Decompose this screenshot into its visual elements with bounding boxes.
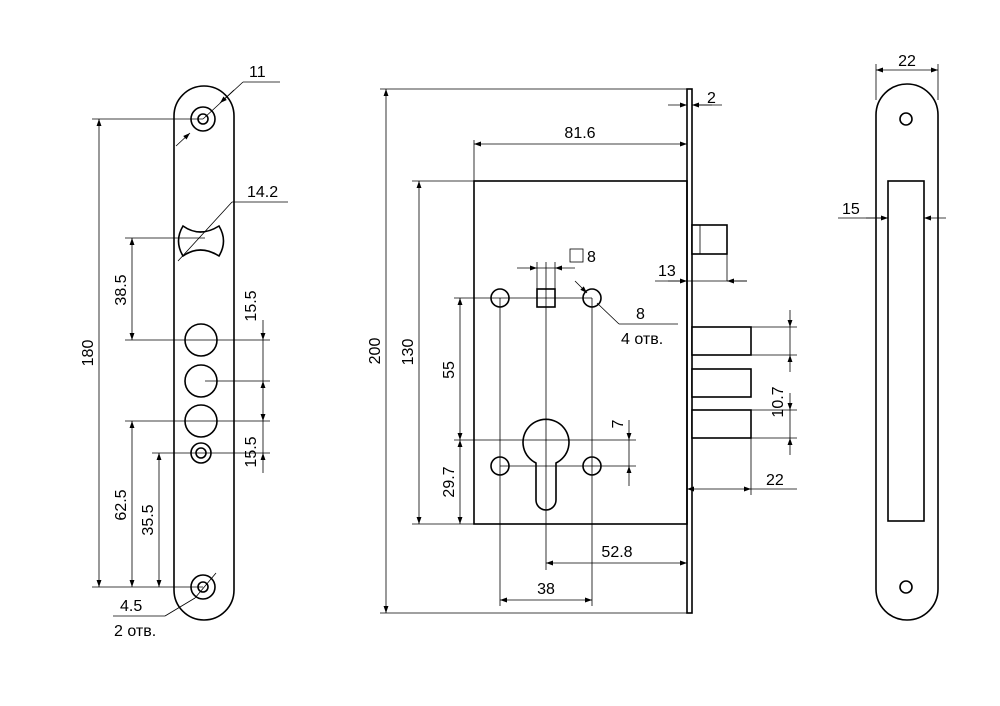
- svg-text:52.8: 52.8: [601, 544, 632, 561]
- svg-text:29.7: 29.7: [441, 466, 458, 497]
- svg-text:180: 180: [80, 340, 97, 367]
- front-plate-outline: [173, 85, 235, 621]
- svg-text:62.5: 62.5: [113, 489, 130, 520]
- svg-text:200: 200: [367, 338, 384, 365]
- deadbolt-2: [691, 368, 752, 398]
- svg-text:8: 8: [587, 249, 596, 266]
- front-plate-extension-lines: [92, 118, 270, 588]
- dim-81-6: 81.6: [474, 125, 687, 147]
- dim-hole-8: 8 4 отв.: [574, 280, 678, 348]
- svg-text:14.2: 14.2: [247, 184, 278, 201]
- svg-text:81.6: 81.6: [564, 125, 595, 142]
- dim-22-width: 22: [875, 53, 939, 100]
- dim-11: 11: [175, 64, 280, 147]
- dim-35-5: 35.5: [140, 453, 162, 587]
- dim-square-8: 8: [517, 248, 596, 271]
- dim-38: 38: [500, 581, 592, 603]
- svg-text:10.7: 10.7: [770, 386, 787, 417]
- cylinder-cutout: [522, 418, 570, 511]
- svg-text:2: 2: [707, 90, 716, 107]
- svg-text:7: 7: [610, 419, 627, 428]
- svg-text:2 отв.: 2 отв.: [114, 623, 156, 640]
- svg-text:22: 22: [766, 472, 784, 489]
- strike-plate-view: 22 15: [838, 53, 946, 621]
- deadbolt-1: [691, 326, 752, 356]
- dim-15-5-bottom: 15.5: [243, 401, 266, 473]
- svg-text:15.5: 15.5: [243, 436, 260, 467]
- lock-body-view: 200 2 81.6 130 8: [367, 88, 797, 614]
- svg-text:38: 38: [537, 581, 555, 598]
- dim-4-5: 4.5 2 отв.: [113, 572, 217, 640]
- svg-text:130: 130: [400, 339, 417, 366]
- deadbolt-3: [691, 409, 752, 439]
- svg-text:15.5: 15.5: [243, 290, 260, 321]
- strike-top-hole: [899, 112, 913, 126]
- dim-38-5: 38.5: [113, 238, 135, 340]
- dim-13: 13: [655, 254, 747, 284]
- dim-130: 130: [400, 181, 422, 524]
- svg-text:55: 55: [441, 361, 458, 379]
- dim-2: 2: [668, 90, 722, 108]
- svg-text:4 отв.: 4 отв.: [621, 331, 663, 348]
- dim-62-5: 62.5: [113, 421, 135, 587]
- dim-52-8: 52.8: [546, 544, 687, 566]
- svg-text:35.5: 35.5: [140, 504, 157, 535]
- latch: [691, 224, 728, 255]
- dim-22-bolt: 22: [687, 472, 797, 492]
- dim-15-5-top: 15.5: [243, 290, 266, 401]
- svg-text:4.5: 4.5: [120, 598, 142, 615]
- strike-plate-outline: [875, 83, 939, 621]
- lock-case: [473, 180, 688, 525]
- strike-bottom-hole: [899, 580, 913, 594]
- svg-text:38.5: 38.5: [113, 274, 130, 305]
- svg-text:11: 11: [249, 64, 266, 81]
- front-plate-view: 11 14.2 180 38.5 15.5: [80, 64, 288, 640]
- square-symbol: [569, 248, 584, 263]
- dim-10-7: 10.7: [770, 310, 793, 455]
- svg-text:15: 15: [842, 201, 860, 218]
- dim-180: 180: [80, 119, 102, 587]
- svg-text:8: 8: [636, 306, 645, 323]
- cam-cutout: [177, 224, 225, 258]
- dim-14-2: 14.2: [177, 184, 288, 262]
- svg-text:13: 13: [658, 263, 676, 280]
- dim-7: 7: [610, 419, 632, 486]
- dim-200: 200: [367, 89, 389, 613]
- dim-55: 55: [441, 298, 463, 440]
- dim-29-7: 29.7: [441, 440, 463, 524]
- strike-slot: [887, 180, 925, 522]
- lock-body-extension-lines: [380, 88, 797, 614]
- svg-text:22: 22: [898, 53, 916, 70]
- dim-15-slot: 15: [838, 201, 946, 221]
